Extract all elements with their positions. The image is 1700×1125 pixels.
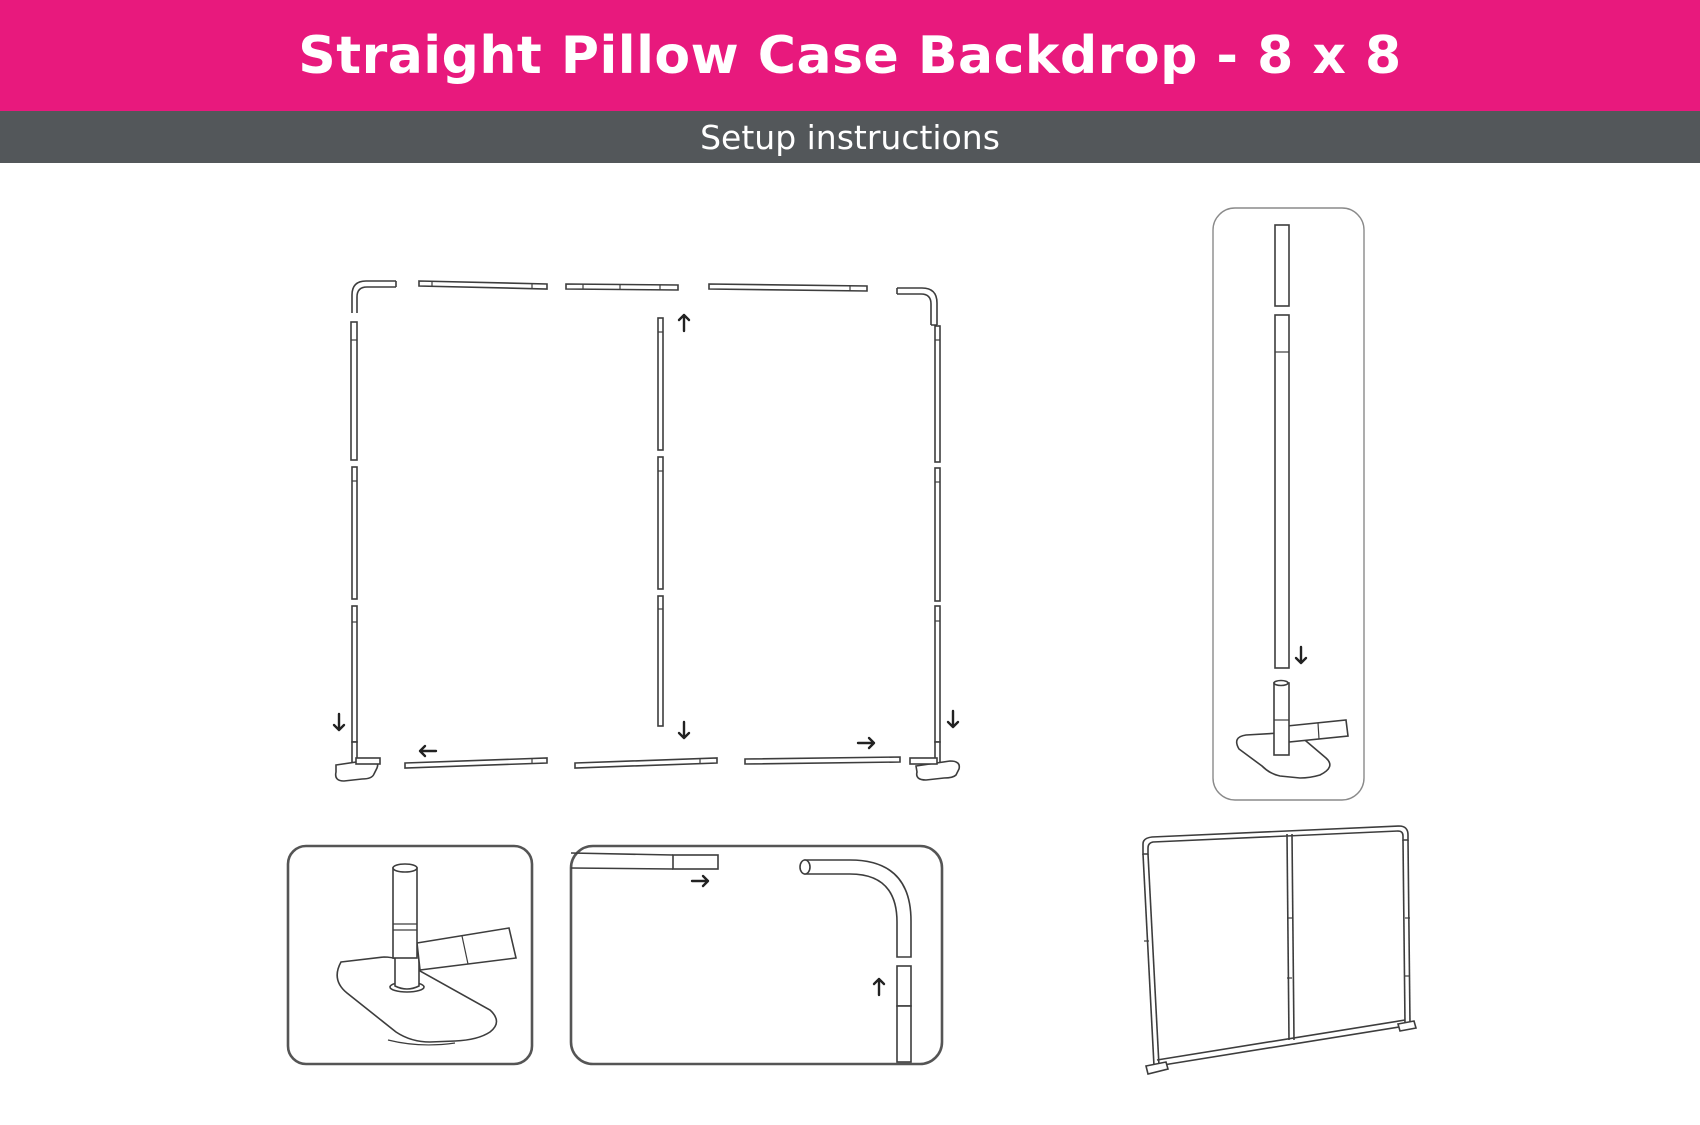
arrow-down-icon	[332, 712, 346, 732]
left-base	[334, 741, 381, 782]
bottom-tube-middle	[574, 757, 718, 769]
arrow-right-icon	[856, 736, 876, 750]
detail-panel-connection	[569, 844, 944, 1066]
exploded-frame	[332, 280, 961, 782]
arrow-down-icon	[946, 709, 960, 729]
bottom-tube-left	[404, 757, 548, 769]
title-bar: Straight Pillow Case Backdrop - 8 x 8	[0, 0, 1700, 111]
top-left-corner-elbow	[351, 280, 397, 313]
middle-upright-tubes	[657, 317, 664, 727]
right-base	[909, 741, 961, 781]
page-subtitle: Setup instructions	[700, 117, 1000, 157]
top-tube-middle	[565, 283, 679, 291]
subtitle-bar: Setup instructions	[0, 111, 1700, 163]
assembled-frame	[1142, 825, 1418, 1075]
arrow-up-icon	[677, 313, 691, 333]
left-upright-tubes	[350, 321, 358, 743]
top-right-corner-elbow	[896, 287, 938, 326]
page-title: Straight Pillow Case Backdrop - 8 x 8	[298, 25, 1402, 86]
top-tube-right	[708, 283, 868, 292]
bottom-tube-right	[744, 756, 901, 765]
arrow-down-icon	[677, 720, 691, 740]
detail-panel-upright	[1212, 207, 1365, 801]
detail-panel-base	[286, 844, 534, 1066]
right-upright-tubes	[934, 325, 941, 743]
top-tube-left	[418, 280, 548, 290]
arrow-left-icon	[418, 744, 438, 758]
